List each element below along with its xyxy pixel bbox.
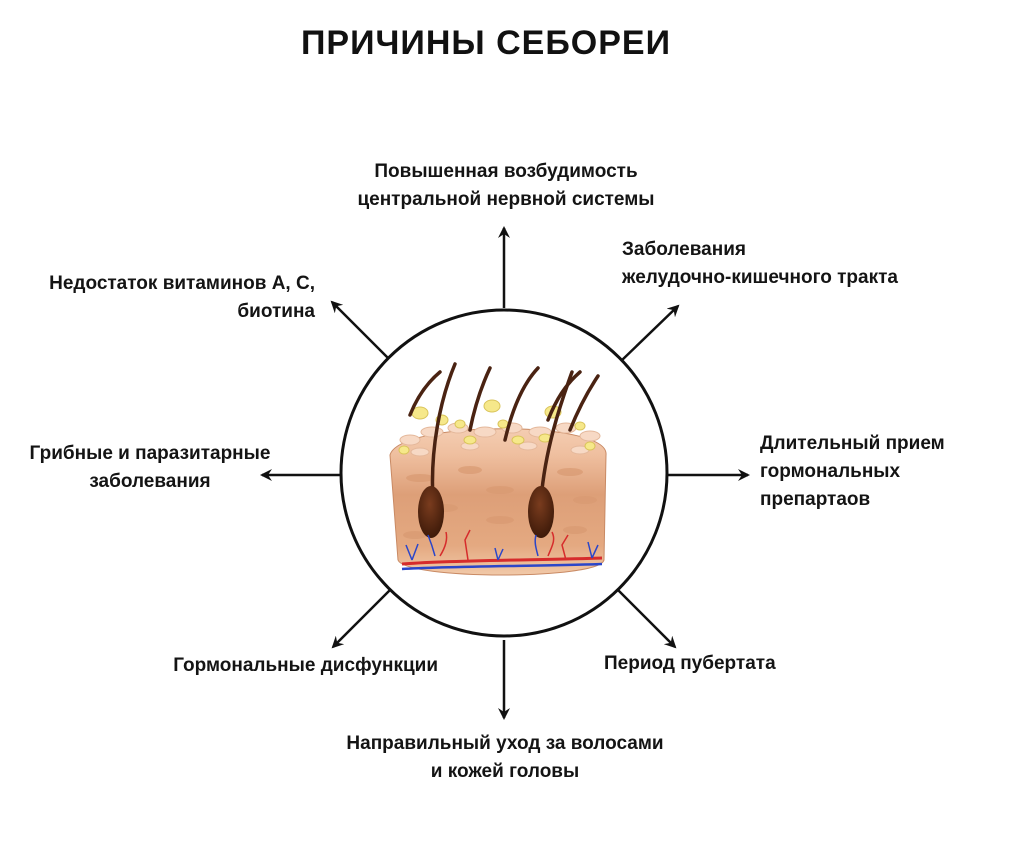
label-line: Повышенная возбудимость bbox=[374, 161, 638, 182]
label-line: биотина bbox=[237, 301, 315, 322]
arrow-bottom-right bbox=[617, 589, 677, 649]
label-line: Гормональные дисфункции bbox=[173, 655, 438, 676]
arrow-top-right bbox=[619, 304, 680, 363]
hair-bulb-right bbox=[528, 486, 554, 538]
hair-bulb-left bbox=[418, 486, 444, 538]
label-line: Длительный прием bbox=[760, 433, 945, 454]
dermis-texture bbox=[403, 466, 597, 539]
skin-cross-section-illustration bbox=[389, 362, 607, 576]
label-line: препартаов bbox=[760, 489, 871, 510]
label-line: заболевания bbox=[89, 471, 211, 492]
cause-label-bottom: Направильный уход за волосами и кожей гол… bbox=[300, 730, 710, 786]
cause-label-right: Длительный прием гормональных препартаов bbox=[760, 430, 1000, 514]
cause-label-left: Грибные и паразитарные заболевания bbox=[10, 440, 290, 496]
cause-label-top-left: Недостаток витаминов А, С, биотина bbox=[20, 270, 315, 326]
arrows bbox=[260, 226, 750, 720]
cause-label-bottom-left: Гормональные дисфункции bbox=[120, 652, 438, 680]
arrow-bottom-left bbox=[331, 589, 391, 649]
diagram-title: ПРИЧИНЫ СЕБОРЕИ bbox=[300, 24, 672, 62]
label-line: Заболевания bbox=[622, 239, 746, 260]
label-line: Грибные и паразитарные bbox=[29, 443, 271, 464]
label-line: Направильный уход за волосами bbox=[346, 733, 664, 754]
arrow-top-left bbox=[330, 300, 389, 359]
cause-label-bottom-right: Период пубертата bbox=[604, 650, 864, 678]
cause-label-top-right: Заболевания желудочно-кишечного тракта bbox=[622, 236, 942, 292]
vein-line bbox=[401, 562, 603, 571]
capillaries bbox=[405, 529, 599, 561]
hair-strands bbox=[408, 362, 600, 502]
skin-block bbox=[389, 428, 607, 576]
artery-line bbox=[401, 556, 603, 566]
label-line: Период пубертата bbox=[604, 653, 776, 674]
cause-label-top: Повышенная возбудимость центральной нервн… bbox=[306, 158, 706, 214]
label-line: Недостаток витаминов А, С, bbox=[49, 273, 315, 294]
label-line: гормональных bbox=[760, 461, 901, 482]
label-line: центральной нервной системы bbox=[357, 189, 655, 210]
label-line: желудочно-кишечного тракта bbox=[622, 267, 898, 288]
label-line: и кожей головы bbox=[430, 761, 580, 782]
